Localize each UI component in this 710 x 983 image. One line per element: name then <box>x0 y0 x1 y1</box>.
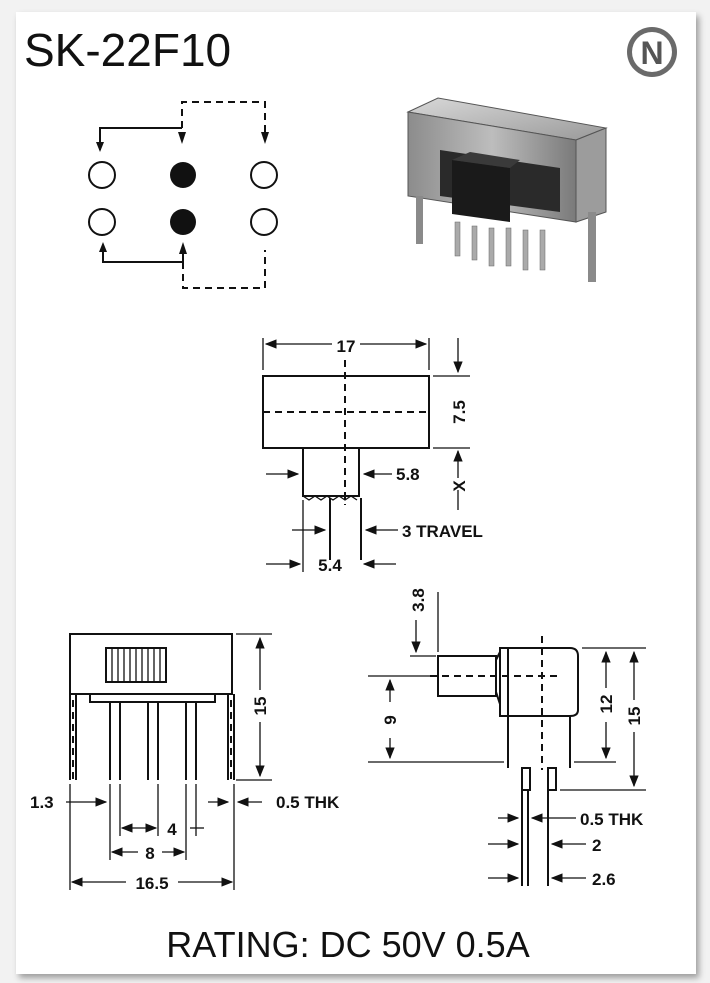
dim-knob-length: 3.8 <box>409 588 428 612</box>
dim-pitch: 4 <box>167 820 177 839</box>
switch-schematic <box>88 101 278 289</box>
dim-pin-gap: 2 <box>592 836 601 855</box>
logo-letter: N <box>640 35 663 71</box>
dim-side-thickness: 0.5 THK <box>580 810 644 829</box>
dim-span: 8 <box>145 844 154 863</box>
dim-pin-span: 2.6 <box>592 870 616 889</box>
dim-front-height: 15 <box>251 697 270 716</box>
top-view-drawing: 17 7.5 5.8 X 3 TRAVEL 5.4 <box>262 337 483 575</box>
dim-height: 7.5 <box>450 400 469 424</box>
dim-total-height: 15 <box>625 707 644 726</box>
dim-travel: 3 TRAVEL <box>402 522 483 541</box>
dim-edge: 1.3 <box>30 793 54 812</box>
dim-overall: 16.5 <box>135 874 168 893</box>
front-view-drawing: 15 1.3 0.5 THK 4 8 16.5 <box>30 633 340 893</box>
switch-product-image <box>406 97 608 282</box>
dim-knob: 5.4 <box>318 556 342 575</box>
part-number-title: SK-22F10 <box>24 24 231 76</box>
brand-logo-icon: N <box>627 27 677 77</box>
dim-x-mark: X <box>450 480 469 492</box>
rating-text: RATING: DC 50V 0.5A <box>166 924 529 965</box>
dim-front-thickness: 0.5 THK <box>276 793 340 812</box>
dim-knob-center: 9 <box>381 715 400 724</box>
side-view-drawing: 3.8 9 12 15 0.5 THK 2 2.6 <box>368 588 646 889</box>
dim-actuator: 5.8 <box>396 465 420 484</box>
dim-body-height: 12 <box>597 695 616 714</box>
dim-width: 17 <box>337 337 356 356</box>
